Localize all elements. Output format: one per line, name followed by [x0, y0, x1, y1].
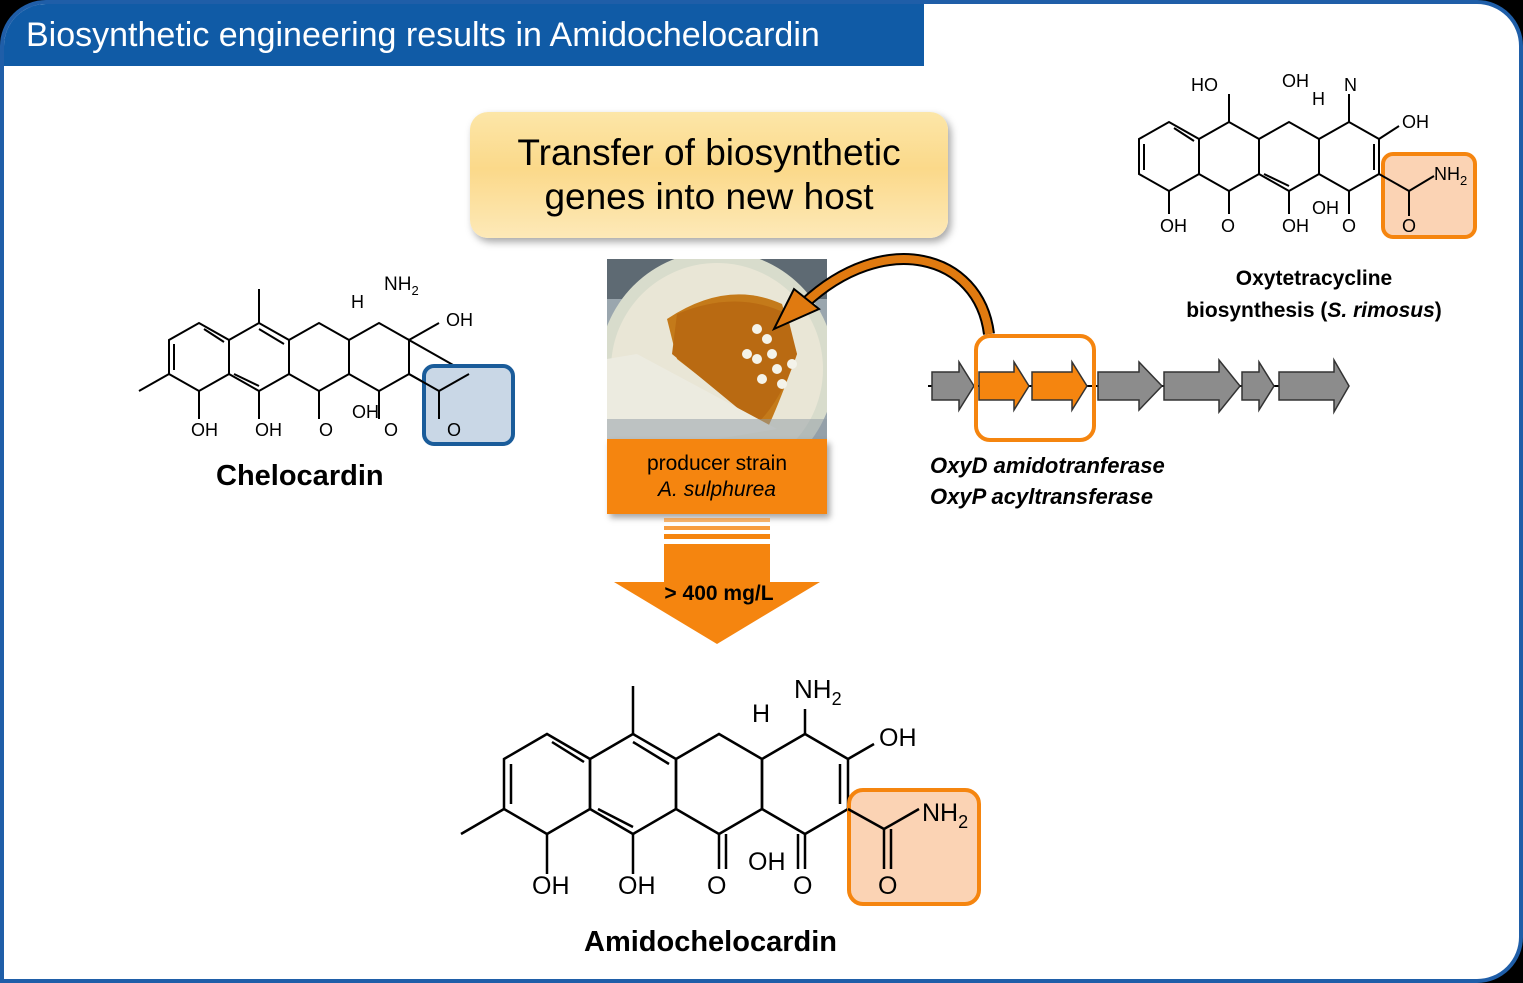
- amido-oh-top: OH: [879, 724, 917, 752]
- yield-label: > 400 mg/L: [664, 582, 774, 605]
- amidochelocardin-name: Amidochelocardin: [584, 926, 837, 958]
- amido-o-2: O: [793, 872, 812, 900]
- oxy-h: H: [1312, 89, 1325, 109]
- chelo-o-2: O: [384, 420, 398, 440]
- amidochelocardin-structure: [460, 686, 875, 874]
- slide-title: Biosynthetic engineering results in Amid…: [4, 4, 924, 66]
- oxy-oh-3: OH: [1312, 198, 1339, 218]
- petri-dish-photo: [607, 259, 827, 439]
- chelo-o-3: O: [447, 420, 461, 440]
- chelo-nh2: NH2: [384, 274, 419, 298]
- amide-highlight-bottom: [847, 788, 981, 906]
- gene-label-oxyp: OxyP acyltransferase: [930, 484, 1153, 509]
- oxy-oh-1: OH: [1160, 216, 1187, 236]
- chelo-o-1: O: [319, 420, 333, 440]
- chelocardin-name: Chelocardin: [216, 460, 384, 492]
- amido-oh-3: OH: [748, 848, 786, 876]
- oxytetracycline-structure: [1138, 94, 1400, 214]
- producer-line-1: producer strain: [646, 451, 788, 475]
- oxy-n: N: [1344, 75, 1357, 95]
- chelo-oh-top: OH: [446, 310, 473, 330]
- amido-oh-2: OH: [618, 872, 656, 900]
- amido-h: H: [752, 700, 770, 728]
- gene-cluster: [928, 334, 1350, 442]
- oxy-o-2: O: [1342, 216, 1356, 236]
- petri-dish-image: [607, 259, 827, 439]
- chelocardin-structure: [138, 289, 472, 424]
- gene-arrow-oxyp: [1031, 359, 1088, 413]
- chelo-h: H: [351, 292, 364, 312]
- gene-labels: OxyD amidotranferase OxyP acyltransferas…: [930, 450, 1165, 512]
- gene-label-oxyd: OxyD amidotranferase: [930, 453, 1165, 478]
- oxy-caption-line-2: biosynthesis (S. rimosus): [1186, 299, 1442, 322]
- diagram-graphics: NH2 H OH OH OH O OH O O NH2 H OH OH OH O…: [138, 71, 1477, 906]
- amido-nh2: NH2: [794, 674, 842, 709]
- amide-highlight-top: [1381, 152, 1477, 239]
- gene-arrow-4: [1097, 360, 1164, 412]
- oxy-oh-2: OH: [1282, 216, 1309, 236]
- gene-arrow-5: [1163, 357, 1241, 415]
- amido-amide-nh2: NH2: [922, 799, 968, 832]
- highlight-oxy-genes: [974, 334, 1096, 442]
- curved-transfer-arrow: [771, 253, 995, 335]
- producer-line-2: A. sulphurea: [658, 477, 776, 501]
- yield-arrow: [614, 518, 820, 644]
- transfer-genes-box: Transfer of biosynthetic genes into new …: [470, 112, 948, 238]
- amido-oh-1: OH: [532, 872, 570, 900]
- oxy-caption-line-1: Oxytetracycline: [1235, 267, 1393, 290]
- chelo-oh-1: OH: [191, 420, 218, 440]
- gene-arrow-1: [931, 359, 975, 413]
- transfer-line-1: Transfer of biosynthetic: [517, 132, 901, 173]
- chelo-oh-2: OH: [255, 420, 282, 440]
- amido-o-1: O: [707, 872, 726, 900]
- oxy-o-1: O: [1221, 216, 1235, 236]
- amido-o-3: O: [878, 872, 897, 900]
- oxytetracycline-caption: Oxytetracycline biosynthesis (S. rimosus…: [1154, 263, 1474, 327]
- gene-arrow-6: [1241, 359, 1275, 413]
- oxy-ho: HO: [1191, 75, 1218, 95]
- chelo-oh-3: OH: [352, 402, 379, 422]
- gene-arrow-oxyd: [978, 359, 1030, 413]
- oxy-oh-top: OH: [1282, 71, 1309, 91]
- transfer-line-2: genes into new host: [544, 176, 874, 217]
- oxy-oh-right: OH: [1402, 112, 1429, 132]
- chelocardin-acetyl-highlight: [422, 364, 515, 446]
- producer-strain-box: producer strain A. sulphurea: [607, 439, 827, 514]
- oxy-nh2: NH2: [1434, 164, 1467, 188]
- gene-arrow-7: [1278, 357, 1350, 415]
- oxy-o-3: O: [1402, 216, 1416, 236]
